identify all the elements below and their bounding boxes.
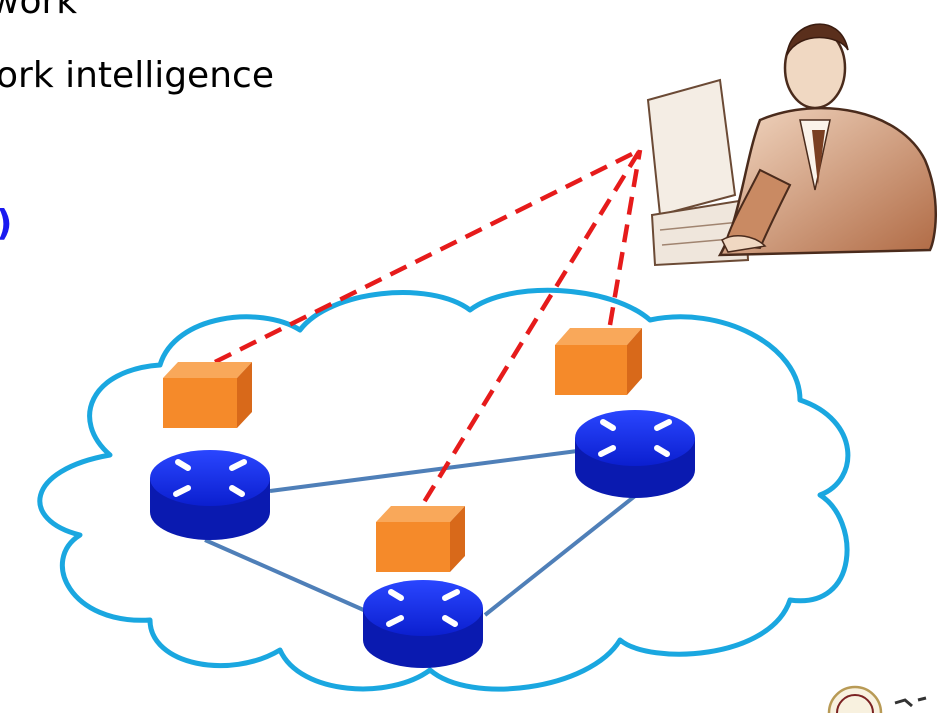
controller-box-right — [555, 328, 642, 395]
operator-at-computer-icon — [646, 23, 937, 267]
controller-box-center — [376, 506, 465, 572]
university-logo-icon — [827, 685, 927, 713]
slide-text-line1: work — [0, 0, 78, 22]
router-right — [575, 410, 695, 498]
control-channels — [213, 147, 643, 527]
network-links — [204, 448, 642, 617]
slide-text-line2: ork intelligence — [0, 55, 274, 96]
router-left — [150, 450, 270, 540]
router-center — [363, 580, 483, 668]
slide-text-line3: ) — [0, 206, 12, 242]
controller-box-left — [163, 362, 252, 428]
